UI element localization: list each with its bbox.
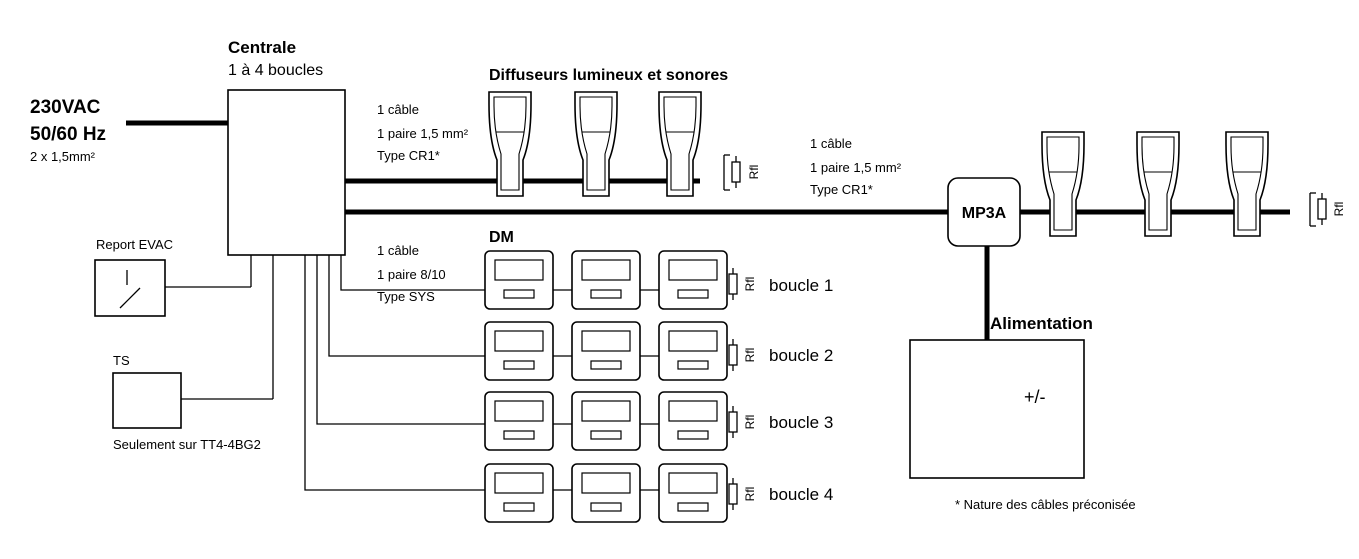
alimentation-polarity: +/- [1024, 387, 1046, 407]
mp3a-label: MP3A [962, 205, 1007, 222]
diffuser-device-6 [1225, 131, 1269, 237]
dm-device-4-3 [658, 463, 728, 523]
resistor-diffuser-right [1317, 192, 1327, 226]
power-voltage-label: 230VAC [30, 97, 101, 118]
resistor-loop-4 [728, 477, 738, 511]
loop-4-wire [304, 255, 485, 491]
dm-device-1-1 [484, 250, 554, 310]
loop-3-wire [316, 255, 485, 425]
dm-device-3-1 [484, 391, 554, 451]
rfl-label-diffuser-top: Rfl [747, 165, 761, 180]
dm-device-2-2 [571, 321, 641, 381]
resistor-loop-2 [728, 338, 738, 372]
loop-2-label: boucle 2 [769, 346, 833, 365]
resistor-loop-1 [728, 267, 738, 301]
dm-device-1-2 [571, 250, 641, 310]
dm-title: DM [489, 229, 514, 246]
cable-cr1-left-line3: Type CR1* [377, 148, 440, 163]
ts-note: Seulement sur TT4-4BG2 [113, 437, 261, 452]
diffuser-device-4 [1041, 131, 1085, 237]
loop-1-label: boucle 1 [769, 276, 833, 295]
centrale-title: Centrale [228, 38, 296, 57]
cable-sys-line3: Type SYS [377, 289, 435, 304]
report-evac-label: Report EVAC [96, 237, 173, 252]
cable-sys-line1: 1 câble [377, 243, 419, 258]
resistor-diffuser-top [731, 155, 741, 189]
ts-label: TS [113, 353, 130, 368]
cable-cr1-right-line2: 1 paire 1,5 mm² [810, 160, 902, 175]
cable-cr1-right-line1: 1 câble [810, 136, 852, 151]
loop-1-wire [340, 255, 485, 291]
report-evac-box [94, 259, 166, 317]
loop-3-label: boucle 3 [769, 413, 833, 432]
dm-device-1-3 [658, 250, 728, 310]
ts-box [112, 372, 182, 429]
footnote: * Nature des câbles préconisée [955, 497, 1136, 512]
cable-cr1-left-line2: 1 paire 1,5 mm² [377, 126, 469, 141]
alimentation-box [909, 339, 1085, 479]
loop-4-label: boucle 4 [769, 485, 833, 504]
centrale-box [227, 89, 346, 256]
rfl-label-diffuser-right: Rfl [1332, 202, 1346, 217]
dm-device-2-1 [484, 321, 554, 381]
rfl-label-loop-3: Rfl [743, 415, 757, 430]
alimentation-title: Alimentation [990, 314, 1093, 333]
dm-device-3-2 [571, 391, 641, 451]
cable-cr1-left-line1: 1 câble [377, 102, 419, 117]
diffuseurs-title: Diffuseurs lumineux et sonores [489, 67, 728, 84]
loop-2-wire [328, 255, 485, 357]
cable-sys-line2: 1 paire 8/10 [377, 267, 446, 282]
dm-device-4-1 [484, 463, 554, 523]
centrale-subtitle: 1 à 4 boucles [228, 62, 323, 79]
cable-cr1-right-line3: Type CR1* [810, 182, 873, 197]
rfl-label-loop-2: Rfl [743, 348, 757, 363]
rfl-label-loop-4: Rfl [743, 487, 757, 502]
dm-device-3-3 [658, 391, 728, 451]
resistor-loop-3 [728, 405, 738, 439]
rfl-label-loop-1: Rfl [743, 277, 757, 292]
dm-device-4-2 [571, 463, 641, 523]
diffuser-device-5 [1136, 131, 1180, 237]
power-cable-label: 2 x 1,5mm² [30, 149, 96, 164]
dm-device-2-3 [658, 321, 728, 381]
power-frequency-label: 50/60 Hz [30, 124, 106, 145]
